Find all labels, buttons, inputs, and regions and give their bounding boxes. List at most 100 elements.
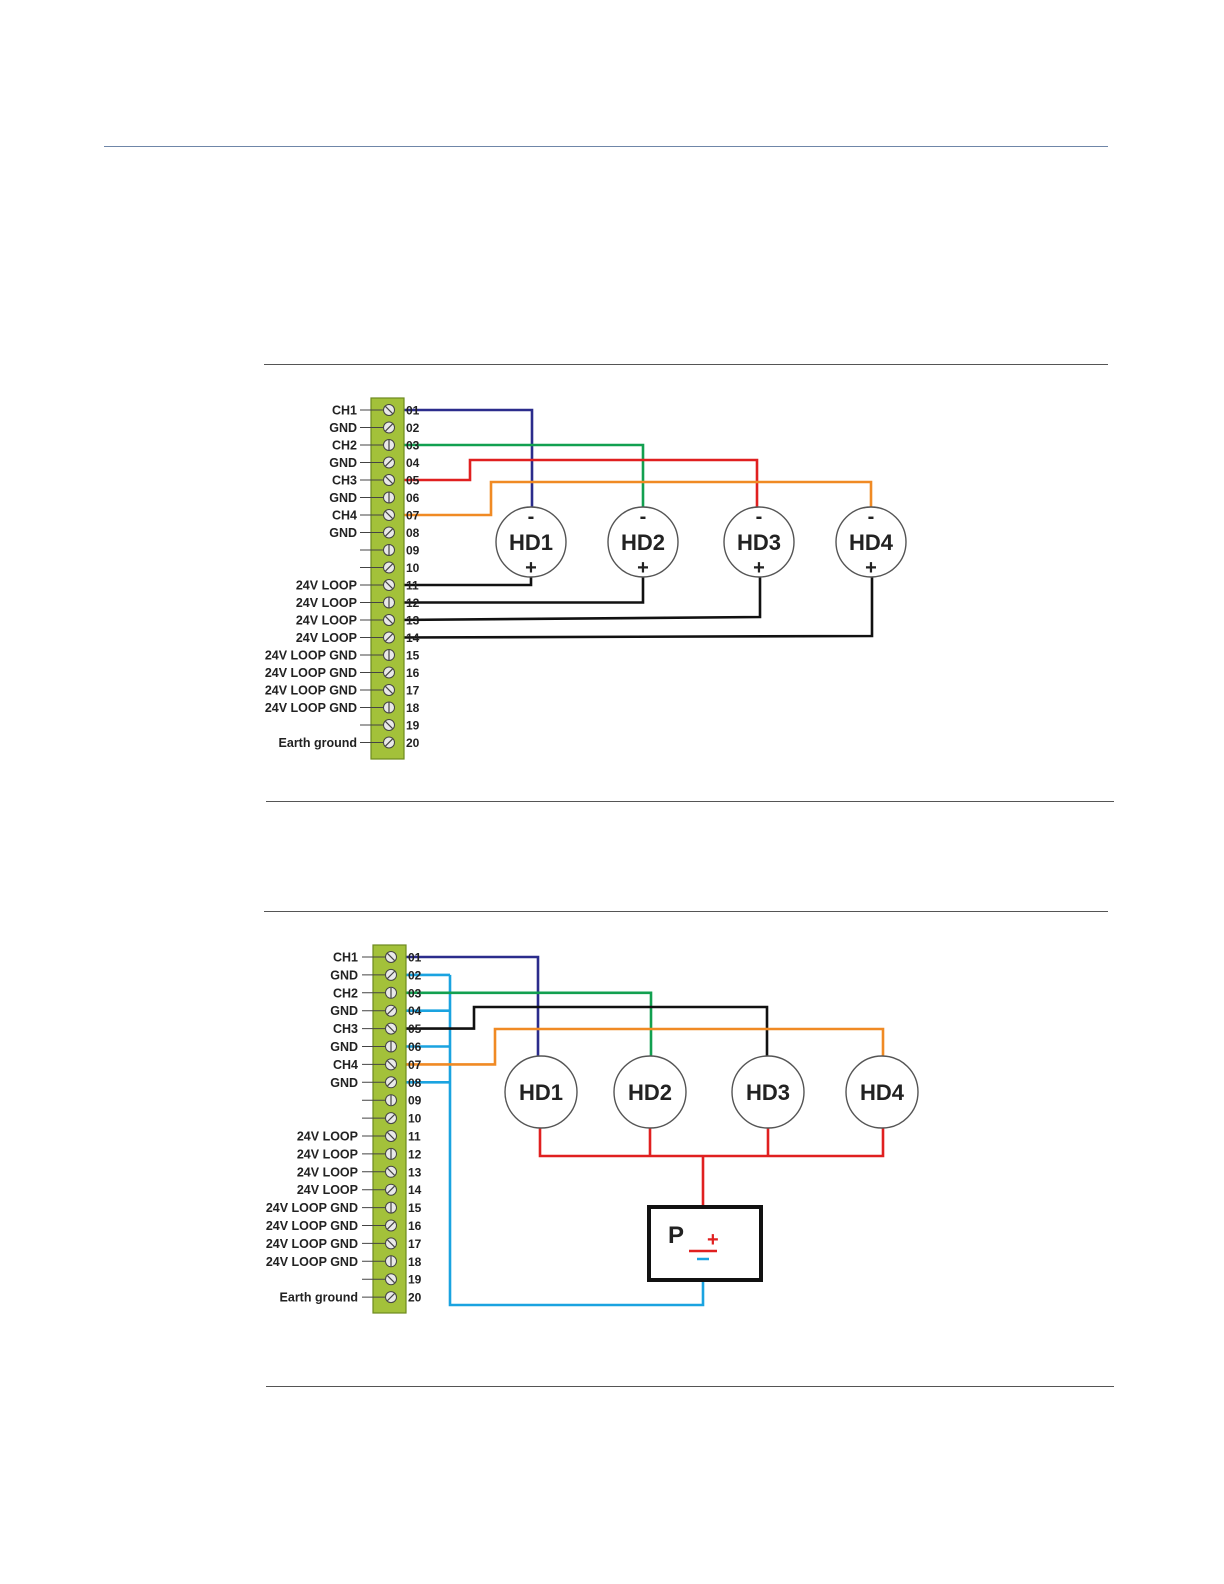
terminal-label: 24V LOOP (297, 1183, 358, 1197)
screw-slot (387, 1060, 395, 1069)
terminal-pin-number: 06 (406, 491, 420, 505)
screw-slot (387, 1114, 395, 1123)
terminal-pin-number: 15 (406, 649, 420, 663)
screw-slot (385, 458, 393, 467)
screw-slot (385, 616, 393, 624)
device-hd3: HD3 (731, 1055, 805, 1129)
screw-slot (385, 633, 393, 642)
terminal-label: 24V LOOP (297, 1165, 358, 1179)
terminal-label: 24V LOOP GND (265, 701, 357, 715)
terminal-label: CH4 (333, 1058, 358, 1072)
device-circle (723, 506, 795, 578)
device-circle (495, 506, 567, 578)
terminal-label: GND (330, 1040, 358, 1054)
terminal-pin-number: 02 (408, 968, 422, 982)
wire-ch3 (397, 1005, 769, 1056)
terminal-pin-number: 04 (408, 1004, 422, 1018)
screw-slot (385, 476, 393, 484)
terminal-label: GND (329, 491, 357, 505)
diagram-2-wires (397, 955, 885, 1307)
device-plus-sign: + (637, 557, 649, 579)
terminal-pin-number: 11 (408, 1130, 421, 1144)
screw-slot (385, 738, 393, 747)
device-plus-sign: + (753, 557, 765, 579)
terminal-10: 10 (360, 561, 420, 575)
device-hd2: HD2-+ (607, 506, 679, 579)
device-label: HD2 (628, 1080, 672, 1105)
terminal-label: 24V LOOP GND (266, 1201, 358, 1215)
device-plus-sign: + (865, 557, 877, 579)
terminal-label: CH1 (332, 404, 357, 418)
screw-slot (387, 1024, 395, 1033)
terminal-pin-number: 19 (406, 719, 420, 733)
terminal-pin-number: 06 (408, 1040, 422, 1054)
terminal-14: 24V LOOP 14 (297, 1183, 422, 1197)
terminal-label: GND (329, 526, 357, 540)
screw-slot (385, 528, 393, 537)
screw-slot (387, 1221, 395, 1230)
power-supply: P+ (647, 1205, 763, 1282)
diagram-1-wires (394, 408, 874, 639)
terminal-label: CH4 (332, 509, 357, 523)
terminal-label: Earth ground (280, 1291, 358, 1305)
screw-slot (385, 423, 393, 432)
device-label: HD3 (737, 530, 781, 555)
device-minus-sign: - (640, 506, 647, 528)
terminal-pin-number: 16 (408, 1219, 422, 1233)
terminal-pin-number: 11 (406, 579, 419, 593)
device-label: HD1 (509, 530, 553, 555)
terminal-label: 24V LOOP (296, 596, 357, 610)
terminal-pin-number: 12 (406, 596, 420, 610)
screw-slot (387, 970, 395, 979)
terminal-pin-number: 20 (406, 736, 420, 750)
diagram-2-devices: HD1 HD2 HD3 HD4 (504, 1055, 919, 1129)
terminal-label: 24V LOOP GND (266, 1219, 358, 1233)
terminal-label: 24V LOOP GND (265, 684, 357, 698)
terminal-10: 10 (362, 1112, 422, 1126)
screw-slot (387, 1006, 395, 1015)
terminal-label: CH3 (333, 1022, 358, 1036)
device-minus-sign: - (756, 506, 763, 528)
terminal-pin-number: 14 (408, 1183, 422, 1197)
terminal-label: Earth ground (279, 736, 357, 750)
terminal-06: GND 06 (329, 491, 419, 505)
screw-slot (385, 721, 393, 729)
terminal-pin-number: 09 (408, 1094, 422, 1108)
device-label: HD4 (849, 530, 894, 555)
figure-1-bottom-rule (266, 801, 1114, 802)
wire-24v-loop-4 (394, 577, 874, 639)
terminal-pin-number: 04 (406, 456, 420, 470)
terminal-09: 09 (362, 1094, 422, 1108)
device-label: HD1 (519, 1080, 563, 1105)
figure-2-top-rule (264, 911, 1108, 912)
screw-slot (385, 686, 393, 694)
terminal-label: 24V LOOP GND (266, 1255, 358, 1269)
wire-24v-loop-3 (394, 577, 762, 622)
terminal-pin-number: 10 (408, 1112, 422, 1126)
device-circle (613, 1055, 687, 1129)
screw-slot (387, 1078, 395, 1087)
screw-slot (387, 1185, 395, 1194)
screw-slot (387, 1132, 395, 1140)
device-hd4: HD4 (845, 1055, 919, 1129)
figure-2-bottom-rule (266, 1386, 1114, 1387)
device-hd1: HD1-+ (495, 506, 567, 579)
terminal-label: 24V LOOP (296, 614, 357, 628)
